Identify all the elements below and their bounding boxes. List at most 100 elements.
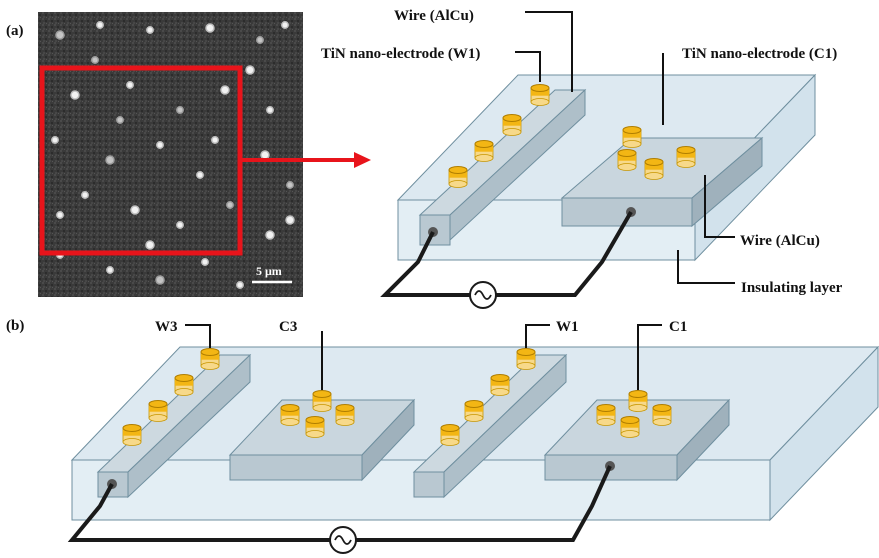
electrode-base — [148, 414, 168, 422]
electrode-base — [620, 430, 640, 438]
nanoparticle-dot — [236, 281, 244, 289]
micrograph-image — [38, 12, 303, 297]
ac-wave-b — [334, 535, 352, 545]
nanoparticle-dot — [176, 106, 184, 114]
leader-w1 — [525, 324, 550, 348]
leader-wire-side — [704, 175, 735, 238]
nanoparticle-dot — [116, 116, 124, 124]
nanoparticle-dot — [256, 36, 264, 44]
electrode-base — [305, 430, 325, 438]
electrode-top — [530, 84, 550, 92]
nanoparticle-dot — [286, 181, 294, 189]
electrode-top — [622, 126, 642, 134]
c3-label: C3 — [279, 319, 297, 335]
circuit-wire-left — [380, 231, 470, 297]
electrode-base — [280, 418, 300, 426]
panel-b-label: (b) — [6, 318, 24, 334]
nanoparticle-dot — [130, 205, 140, 215]
nanoparticle-dot — [155, 275, 165, 285]
nanoparticle-dot — [126, 81, 134, 89]
nanoparticle-dot — [70, 90, 80, 100]
electrode-top — [305, 416, 325, 424]
scale-bar-label: 5 μm — [256, 264, 282, 278]
wire-side-label: Wire (AlCu) — [740, 233, 820, 249]
electrode-base — [200, 362, 220, 370]
circuit-wire-right — [496, 210, 633, 297]
arrow-head — [354, 152, 371, 168]
leader-wire-top — [525, 11, 573, 92]
nanoparticle-dot — [266, 106, 274, 114]
w3-label: W3 — [155, 319, 178, 335]
labels-b: W3 C3 W1 C1 — [155, 319, 687, 335]
circuit-b-left — [67, 483, 330, 542]
electrode-top — [335, 404, 355, 412]
device-diagram-a — [380, 11, 817, 309]
nanoparticle-dots — [51, 21, 295, 289]
electrode-base — [622, 140, 642, 148]
c1-label: C1 — [669, 319, 687, 335]
electrode-base — [490, 388, 510, 396]
electrode-base — [464, 414, 484, 422]
nanoparticle-dot — [81, 191, 89, 199]
nanoparticle-dot — [220, 85, 230, 95]
wire-top-label: Wire (AlCu) — [394, 8, 474, 24]
electrode-base — [644, 172, 664, 180]
nanoparticle-dot — [156, 141, 164, 149]
electrode-top — [620, 416, 640, 424]
nanoparticle-dot — [205, 23, 215, 33]
electrode-top — [652, 404, 672, 412]
labels-a: Wire (AlCu) TiN nano-electrode (W1) TiN … — [321, 8, 843, 296]
electrode-base — [448, 180, 468, 188]
nanoparticle-dot — [260, 150, 270, 160]
electrode-top — [617, 149, 637, 157]
ac-wave — [474, 290, 492, 300]
electrode-base — [652, 418, 672, 426]
leader-lines-a — [515, 11, 735, 284]
sem-micrograph: 5 μm — [38, 12, 303, 297]
nanoparticle-dot — [56, 211, 64, 219]
nanoparticle-dot — [145, 240, 155, 250]
electrode-base — [628, 404, 648, 412]
panel-a-label: (a) — [6, 23, 24, 39]
electrode-top — [174, 374, 194, 382]
electrode-base — [516, 362, 536, 370]
electrode-top — [148, 400, 168, 408]
zoom-arrow — [240, 152, 371, 168]
nanoparticle-dot — [91, 56, 99, 64]
insulating-layer-label: Insulating layer — [741, 280, 843, 296]
electrode-base — [174, 388, 194, 396]
nanoparticle-dot — [211, 136, 219, 144]
w1-electrode-label: TiN nano-electrode (W1) — [321, 46, 480, 62]
circuit-a — [380, 210, 633, 309]
electrode-base — [530, 98, 550, 106]
electrode-top — [122, 424, 142, 432]
electrode-base — [596, 418, 616, 426]
wire-pad-c3-front — [229, 454, 363, 481]
leader-c1 — [637, 324, 662, 390]
wire-line-w1-end — [413, 471, 445, 498]
nanoparticle-dot — [201, 258, 209, 266]
nanoparticle-dot — [105, 155, 115, 165]
leader-insulating — [677, 250, 735, 284]
electrode-top — [596, 404, 616, 412]
electrode-top — [464, 400, 484, 408]
leader-lines-b — [185, 324, 662, 390]
nanoparticle-dot — [285, 215, 295, 225]
electrode-base — [474, 154, 494, 162]
nanoparticle-dot — [196, 171, 204, 179]
electrode-top — [516, 348, 536, 356]
nanoparticle-dot — [55, 30, 65, 40]
nanoparticle-dot — [96, 21, 104, 29]
circuit-b-right — [356, 465, 612, 542]
electrode-base — [440, 438, 460, 446]
electrode-top — [312, 390, 332, 398]
nanoparticle-dot — [176, 221, 184, 229]
leader-w1 — [515, 51, 541, 82]
leader-w3 — [185, 324, 211, 348]
electrode-base — [617, 163, 637, 171]
nanoparticle-dot — [265, 230, 275, 240]
circuit-b — [67, 465, 612, 554]
nanoparticle-dot — [281, 21, 289, 29]
